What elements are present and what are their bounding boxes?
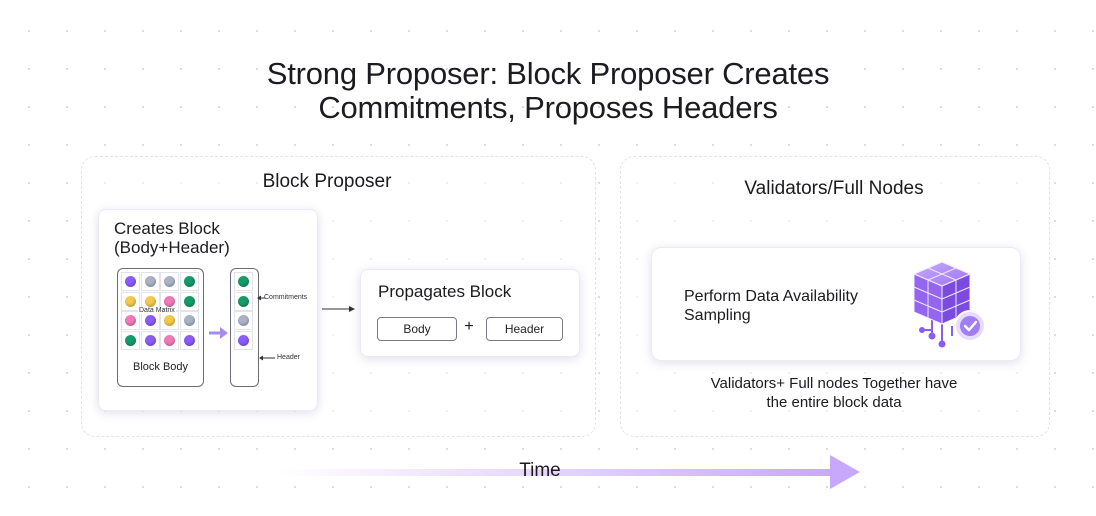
- matrix-cell: [179, 311, 199, 330]
- validators-caption-line1: Validators+ Full nodes Together have: [710, 375, 958, 392]
- validators-title: Validators/Full Nodes: [744, 178, 924, 199]
- matrix-cell: [179, 291, 199, 311]
- matrix-cell: [140, 330, 160, 350]
- matrix-cell: [140, 272, 160, 291]
- commitments-pointer: [257, 295, 265, 301]
- propagates-block-title: Propagates Block: [378, 282, 512, 301]
- diagram-title-line1: Strong Proposer: Block Proposer Creates: [266, 56, 830, 91]
- matrix-dot: [164, 334, 175, 346]
- time-arrow: [280, 455, 860, 489]
- commitment-cell: [234, 272, 253, 291]
- time-label: Time: [519, 460, 561, 481]
- header-pointer: [259, 355, 275, 361]
- matrix-dot: [144, 295, 156, 307]
- matrix-dot: [164, 276, 175, 287]
- header-pill: Header: [486, 317, 563, 341]
- block-proposer-title: Block Proposer: [262, 171, 392, 192]
- matrix-cell: [179, 330, 199, 350]
- sampling-text-line1: Perform Data Availability: [684, 288, 858, 305]
- matrix-cell: [160, 272, 179, 291]
- matrix-dot: [164, 315, 175, 326]
- commitment-cell: [234, 311, 253, 330]
- creates-block-title-line2: (Body+Header): [114, 238, 230, 257]
- matrix-dot: [183, 315, 195, 326]
- commitment-cell: [234, 291, 253, 311]
- sampling-text-line2: Sampling: [684, 307, 751, 324]
- matrix-dot: [144, 315, 156, 326]
- matrix-cell: [121, 272, 140, 291]
- commitment-dot: [238, 295, 249, 307]
- matrix-dot: [183, 295, 195, 307]
- sampling-card: Perform Data Availability Sampling: [651, 247, 1021, 361]
- matrix-dot: [144, 334, 156, 346]
- commitments-column: [234, 272, 254, 350]
- matrix-dot: [125, 334, 136, 346]
- header-label: Header: [277, 354, 300, 361]
- matrix-cell: [121, 330, 140, 350]
- propagates-block-card: Propagates Block Body + Header: [360, 269, 580, 357]
- commitments-label: Commitments: [264, 294, 308, 301]
- matrix-cell: [121, 311, 140, 330]
- create-to-propagate-arrow: [322, 306, 355, 312]
- matrix-cell: [179, 272, 199, 291]
- commitment-dot: [238, 334, 249, 346]
- data-cube-icon: [912, 261, 986, 348]
- matrix-cell: [160, 330, 179, 350]
- matrix-dot: [164, 295, 175, 307]
- data-matrix: Data Matrix Block Body: [117, 268, 204, 387]
- validators-caption-line2: the entire block data: [766, 394, 902, 411]
- matrix-cell: [121, 291, 140, 311]
- matrix-dot: [125, 295, 136, 307]
- matrix-dot: [125, 315, 136, 326]
- commitment-cell: [234, 330, 253, 350]
- body-pill: Body: [377, 317, 457, 341]
- creates-block-title-line1: Creates Block: [114, 219, 220, 238]
- diagram-title-line2: Commitments, Proposes Headers: [318, 90, 778, 125]
- creates-block-card: Creates Block (Body+Header) Data Matrix …: [98, 209, 318, 411]
- commitment-dot: [238, 276, 249, 287]
- header-column: [230, 268, 259, 387]
- matrix-dot: [183, 334, 195, 346]
- matrix-dot: [183, 276, 195, 287]
- block-body-label: Block Body: [132, 361, 189, 373]
- data-matrix-label: Data Matrix: [138, 307, 176, 314]
- commitment-dot: [238, 315, 249, 326]
- matrix-to-commitments-arrow: [209, 327, 228, 339]
- matrix-dot: [144, 276, 156, 287]
- plus-sign: +: [464, 318, 474, 335]
- matrix-dot: [125, 276, 136, 287]
